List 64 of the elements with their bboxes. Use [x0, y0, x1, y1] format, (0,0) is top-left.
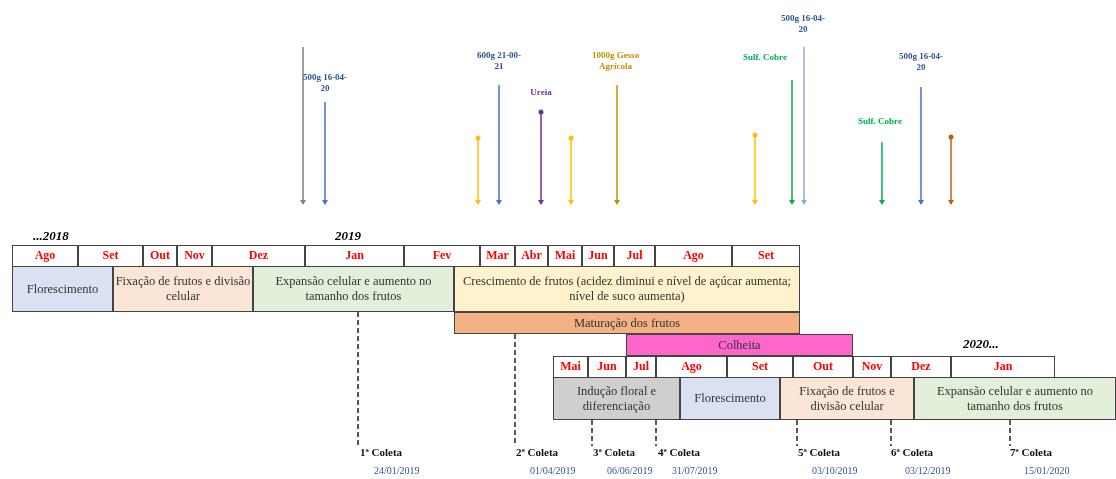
- dashed-line: [890, 419, 892, 447]
- application-note: 1000g Gesso Agrícola: [590, 50, 641, 73]
- collection-label: 7ª Coleta: [1010, 446, 1053, 460]
- collection-date: 03/10/2019: [812, 465, 858, 478]
- phase-band: Indução floral e diferenciação: [553, 377, 680, 420]
- collection-label: 2ª Coleta: [516, 446, 559, 460]
- application-note: Ureia: [529, 87, 553, 99]
- collection-label: 5ª Coleta: [798, 446, 841, 460]
- phase-band: Colheita: [626, 334, 853, 356]
- month-header: Out: [793, 356, 853, 378]
- month-header: Jun: [582, 245, 614, 267]
- month-header: Fev: [404, 245, 480, 267]
- month-header: Nov: [177, 245, 212, 267]
- phase-band: Fixação de frutos e divisão celular: [113, 266, 253, 312]
- dashed-line: [591, 419, 593, 447]
- application-note: 500g 16-04-20: [779, 13, 827, 36]
- month-header: Set: [78, 245, 143, 267]
- month-header: Jul: [614, 245, 655, 267]
- application-note: Sulf. Cobre: [857, 116, 903, 128]
- collection-date: 03/12/2019: [905, 465, 951, 478]
- application-note: 500g 16-04-20: [897, 51, 945, 74]
- month-header: Mai: [553, 356, 588, 378]
- month-header: Ago: [656, 356, 727, 378]
- year-label: 2020...: [963, 336, 999, 352]
- application-note: 500g 16-04-20: [301, 72, 349, 95]
- month-header: Out: [143, 245, 177, 267]
- phase-band: Fixação de frutos e divisão celular: [780, 377, 914, 420]
- application-note: 600g 21-00-21: [475, 50, 523, 73]
- phase-band: Crescimento de frutos (acidez diminui e nível de açúcar aumenta; nível de suco aumenta): [454, 266, 800, 312]
- month-header: Mar: [480, 245, 515, 267]
- month-header: Set: [732, 245, 800, 267]
- phase-band: Expansão celular e aumento no tamanho dos frutos: [253, 266, 454, 312]
- collection-label: 4ª Coleta: [658, 446, 701, 460]
- application-note: Sulf. Cobre: [742, 52, 788, 64]
- collection-date: 15/01/2020: [1024, 465, 1070, 478]
- phase-band: Florescimento: [680, 377, 780, 420]
- collection-date: 01/04/2019: [530, 465, 576, 478]
- dashed-line: [357, 311, 359, 447]
- phase-band: Expansão celular e aumento no tamanho dos frutos: [914, 377, 1116, 420]
- year-label: 2019: [335, 228, 361, 244]
- month-header: Jul: [626, 356, 656, 378]
- month-header: Dez: [891, 356, 951, 378]
- phase-band: Florescimento: [12, 266, 113, 312]
- collection-label: 6ª Coleta: [891, 446, 934, 460]
- month-header: Jun: [588, 356, 626, 378]
- year-label: ...2018: [33, 228, 69, 244]
- month-header: Set: [727, 356, 793, 378]
- month-header: Abr: [515, 245, 548, 267]
- phase-band: Maturação dos frutos: [454, 312, 800, 334]
- month-header: Mai: [548, 245, 582, 267]
- collection-date: 06/06/2019: [607, 465, 653, 478]
- month-header: Dez: [212, 245, 305, 267]
- collection-label: 1ª Coleta: [360, 446, 403, 460]
- month-header: Ago: [12, 245, 78, 267]
- dashed-line: [655, 419, 657, 447]
- collection-date: 24/01/2019: [374, 465, 420, 478]
- month-header: Jan: [951, 356, 1055, 378]
- month-header: Ago: [655, 245, 732, 267]
- dashed-line: [796, 419, 798, 447]
- month-header: Jan: [305, 245, 404, 267]
- month-header: Nov: [853, 356, 891, 378]
- collection-date: 31/07/2019: [672, 465, 718, 478]
- collection-label: 3ª Coleta: [593, 446, 636, 460]
- dashed-line: [1009, 419, 1011, 447]
